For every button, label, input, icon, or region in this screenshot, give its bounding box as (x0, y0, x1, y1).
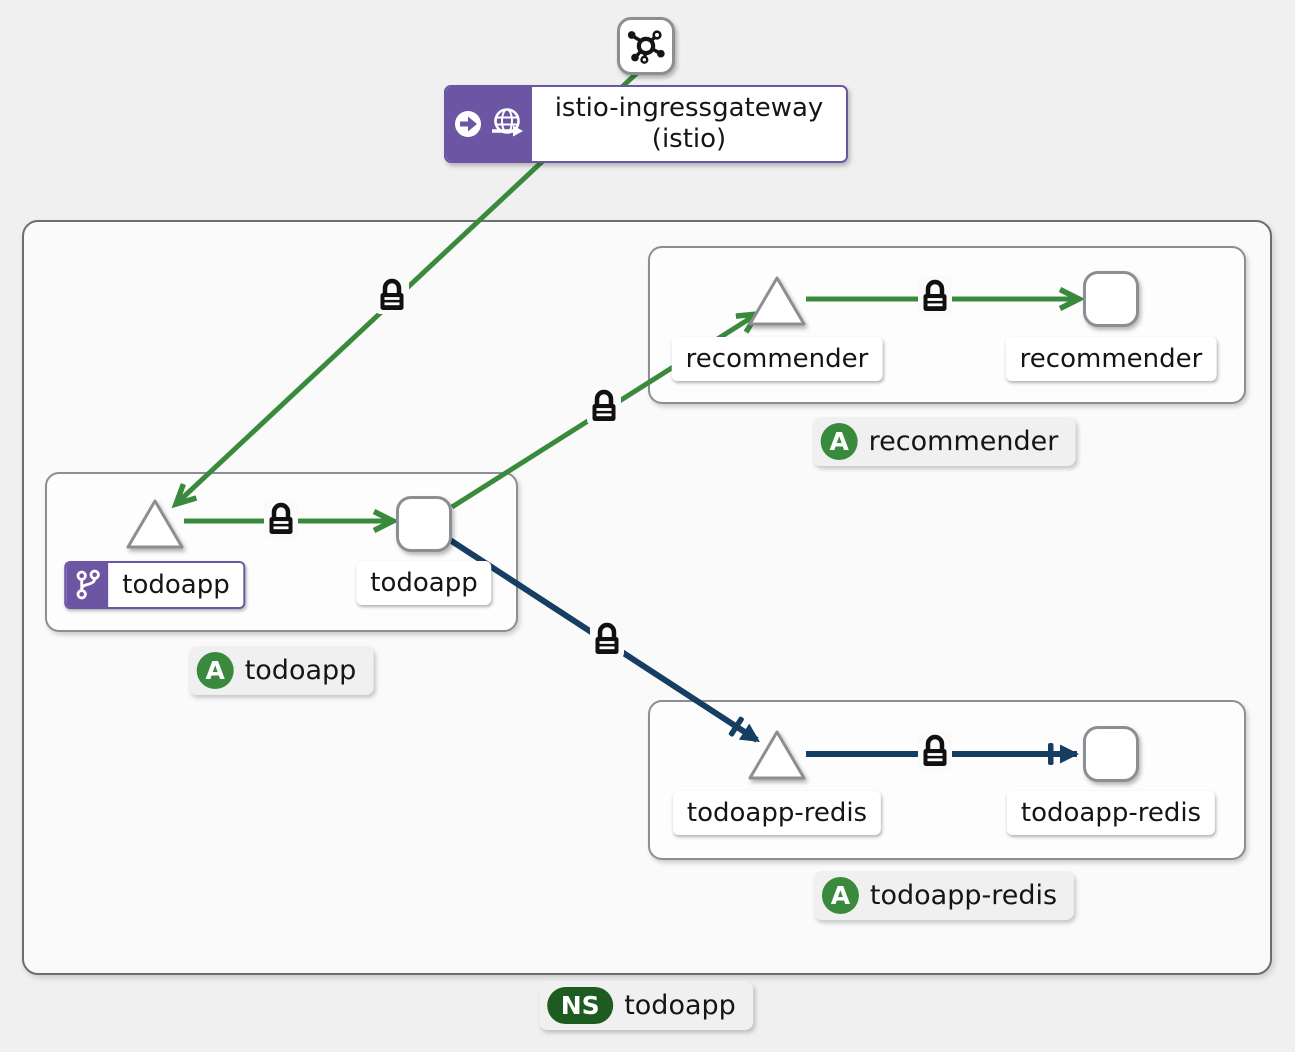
app-label-recommender[interactable]: A recommender (812, 417, 1076, 466)
mtls-lock-icon (587, 386, 621, 425)
virtual-service-branch-icon (76, 569, 100, 600)
app-label-text: todoapp (244, 655, 357, 686)
mtls-lock-icon (375, 275, 409, 314)
node-istio-ingressgateway[interactable]: istio-ingressgateway (istio) (444, 85, 848, 163)
service-label-todoapp[interactable]: todoapp (64, 561, 246, 609)
mtls-lock-icon (918, 276, 952, 315)
virtual-service-badge (66, 563, 109, 607)
service-node-recommender[interactable] (745, 273, 809, 329)
app-label-text: recommender (868, 426, 1059, 457)
gateway-globe-icon (491, 108, 523, 137)
service-label-todoapp-redis[interactable]: todoapp-redis (672, 791, 882, 835)
app-label-todoapp[interactable]: A todoapp (188, 646, 374, 695)
workload-label-todoapp[interactable]: todoapp (356, 561, 492, 605)
app-badge-icon: A (196, 652, 234, 689)
mtls-lock-icon (590, 619, 624, 658)
gateway-badge (446, 87, 532, 161)
service-label-text: todoapp (108, 563, 244, 607)
mtls-lock-icon (918, 731, 952, 770)
tcp-arrowhead-icon (1048, 743, 1079, 765)
workload-node-recommender[interactable] (1083, 271, 1139, 327)
service-label-recommender[interactable]: recommender (671, 337, 883, 381)
mesh-icon (627, 30, 665, 64)
root-arrow-circle-icon (454, 111, 481, 137)
gateway-title: istio-ingressgateway (554, 93, 824, 123)
app-badge-icon: A (820, 423, 858, 460)
gateway-label: istio-ingressgateway (istio) (532, 87, 846, 161)
namespace-label-text: todoapp (624, 990, 736, 1021)
service-node-todoapp[interactable] (123, 496, 187, 552)
workload-node-todoapp[interactable] (396, 496, 452, 552)
app-label-text: todoapp-redis (869, 880, 1058, 911)
namespace-label-todoapp[interactable]: NS todoapp (539, 981, 753, 1030)
app-label-todoapp-redis[interactable]: A todoapp-redis (813, 871, 1075, 920)
service-node-todoapp-redis[interactable] (745, 727, 809, 783)
workload-node-todoapp-redis[interactable] (1083, 726, 1139, 782)
namespace-badge-icon: NS (547, 987, 614, 1024)
workload-label-todoapp-redis[interactable]: todoapp-redis (1006, 791, 1216, 835)
app-badge-icon: A (821, 877, 859, 914)
mesh-root-node[interactable] (617, 17, 675, 75)
workload-label-recommender[interactable]: recommender (1005, 337, 1217, 381)
mtls-lock-icon (264, 499, 298, 538)
gateway-subtitle: (istio) (651, 124, 727, 154)
